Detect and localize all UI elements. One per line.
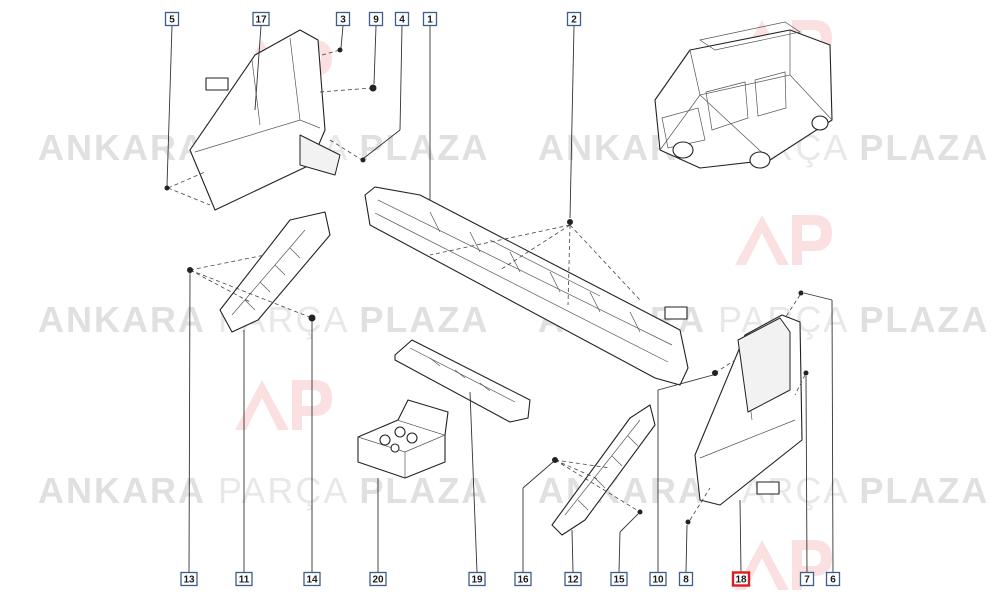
callout-4[interactable]: 4: [394, 11, 410, 27]
callout-17[interactable]: 17: [252, 11, 270, 27]
fastener-dot: [187, 267, 193, 273]
watermark-row-2: ANKARA PARÇA PLAZA ANKARA PARÇA PLAZA: [38, 299, 987, 340]
fastener-dot: [337, 47, 343, 53]
callout-label: 14: [306, 575, 318, 586]
callout-box[interactable]: [731, 571, 751, 587]
callout-20[interactable]: 20: [369, 571, 387, 587]
fastener-dot: [360, 157, 366, 163]
fasteners: [164, 47, 809, 525]
callout-label: 5: [169, 15, 175, 26]
fastener-dot: [685, 519, 691, 525]
callout-14[interactable]: 14: [303, 571, 321, 587]
fastener-dot: [637, 509, 643, 515]
part-19-floor-plate: [394, 339, 531, 423]
callout-9[interactable]: 9: [368, 11, 384, 27]
callout-label: 1: [427, 15, 433, 26]
svg-text:ANKARA PARÇA PLAZA: ANKARA PARÇA PLAZA: [38, 470, 489, 511]
callout-label: 9: [373, 15, 379, 26]
callout-label: 19: [471, 575, 483, 586]
callout-label: 3: [340, 15, 346, 26]
callout-box[interactable]: [799, 571, 815, 587]
callout-7[interactable]: 7: [799, 571, 815, 587]
callout-5[interactable]: 5: [164, 11, 180, 27]
fastener-dot: [798, 290, 804, 296]
callout-6[interactable]: 6: [825, 571, 841, 587]
callout-3[interactable]: 3: [335, 11, 351, 27]
callout-19[interactable]: 19: [468, 571, 486, 587]
callout-box[interactable]: [369, 571, 387, 587]
callout-1[interactable]: 1: [422, 11, 438, 27]
callout-label: 11: [239, 575, 250, 586]
watermark-layer: ANKARA PARÇA PLAZA ANKARA PARÇA PLAZA AN…: [38, 20, 987, 590]
callout-label: 10: [652, 575, 664, 586]
callout-box[interactable]: [564, 571, 582, 587]
callout-box[interactable]: [610, 571, 628, 587]
leader-lines: [166, 25, 834, 573]
callout-box[interactable]: [252, 11, 270, 27]
callout-box[interactable]: [422, 11, 438, 27]
callout-13[interactable]: 13: [180, 571, 198, 587]
callout-box[interactable]: [303, 571, 321, 587]
callout-label: 20: [372, 575, 384, 586]
callout-label: 16: [517, 575, 529, 586]
callout-box[interactable]: [566, 11, 582, 27]
callout-box[interactable]: [235, 571, 253, 587]
fastener-dot: [567, 219, 573, 225]
callout-label: 8: [683, 575, 689, 586]
callout-box[interactable]: [678, 571, 694, 587]
callout-11[interactable]: 11: [235, 571, 253, 587]
callout-label: 18: [735, 575, 747, 586]
callout-label: 17: [255, 15, 267, 26]
callout-label: 6: [830, 575, 836, 586]
callout-label: 2: [571, 15, 577, 26]
fastener-dot: [164, 185, 170, 191]
callout-15[interactable]: 15: [610, 571, 628, 587]
callout-18[interactable]: 18: [731, 571, 751, 587]
fastener-dot: [552, 457, 558, 463]
fastener-dot: [369, 84, 377, 92]
part-1-step-trim: [364, 186, 689, 386]
callout-label: 13: [183, 575, 195, 586]
part-20-clip-kit-box: [357, 399, 449, 479]
watermark-row-3: ANKARA PARÇA PLAZA ANKARA PARÇA PLAZA: [38, 470, 987, 511]
callout-label: 7: [804, 575, 810, 586]
callout-box[interactable]: [180, 571, 198, 587]
part-17-pillar-trim: [189, 29, 341, 211]
part-18-door-trim: [694, 314, 803, 506]
callout-8[interactable]: 8: [678, 571, 694, 587]
watermark-row-1: ANKARA PARÇA PLAZA ANKARA PARÇA PLAZA: [38, 127, 987, 168]
van-illustration: [654, 21, 833, 169]
fastener-dot: [803, 370, 809, 376]
callout-10[interactable]: 10: [649, 571, 667, 587]
callout-box[interactable]: [394, 11, 410, 27]
callout-box[interactable]: [514, 571, 532, 587]
callout-12[interactable]: 12: [564, 571, 582, 587]
callout-box[interactable]: [649, 571, 667, 587]
callout-box[interactable]: [335, 11, 351, 27]
callout-box[interactable]: [164, 11, 180, 27]
callout-2[interactable]: 2: [566, 11, 582, 27]
callout-label: 12: [567, 575, 579, 586]
callout-label: 15: [613, 575, 625, 586]
part-12-lower-bracket: [551, 404, 656, 536]
fastener-dot: [712, 370, 718, 376]
part-11-lower-bracket: [219, 211, 331, 333]
callout-box[interactable]: [368, 11, 384, 27]
callout-box[interactable]: [825, 571, 841, 587]
assembly-lines: [167, 49, 806, 521]
callout-16[interactable]: 16: [514, 571, 532, 587]
callout-box[interactable]: [468, 571, 486, 587]
callout-label: 4: [399, 15, 405, 26]
fastener-dot: [308, 314, 316, 322]
